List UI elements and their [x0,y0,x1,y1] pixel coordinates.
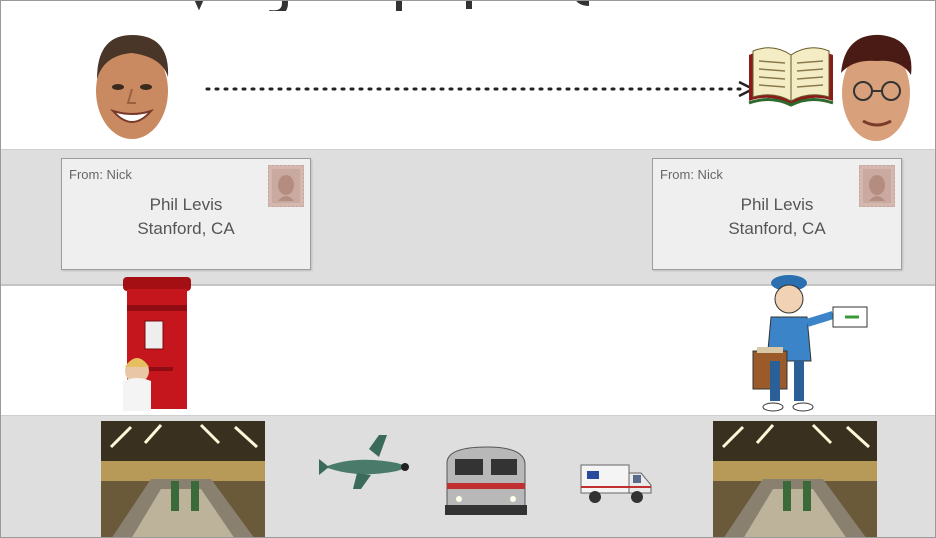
stamp-icon [859,165,895,207]
envelope-from: From: Nick [660,167,723,182]
biplane-icon [319,435,409,489]
postman-illustration [752,275,868,412]
envelope-recipient-name: Phil Levis [149,195,223,214]
envelope-recipient-name: Phil Levis [740,195,814,214]
sorting-facility-photo [713,421,877,537]
envelope-sent: From: Nick Phil Levis Stanford, CA [61,158,311,270]
open-book-icon [748,47,834,107]
envelope-recipient-city: Stanford, CA [728,219,826,238]
title-text-fragment [194,1,590,11]
dotted-arrow [205,80,756,98]
mail-truck-icon [580,464,652,503]
receiver-photo [841,34,912,141]
envelope-from: From: Nick [69,167,132,182]
red-pillar-box [123,277,191,411]
train-icon [445,446,527,515]
envelope-recipient-city: Stanford, CA [137,219,235,238]
sender-photo [96,35,169,139]
envelope-delivered: From: Nick Phil Levis Stanford, CA [652,158,902,270]
sorting-facility-photo [101,421,265,537]
slide-title-partial [169,1,789,11]
stamp-icon [268,165,304,207]
